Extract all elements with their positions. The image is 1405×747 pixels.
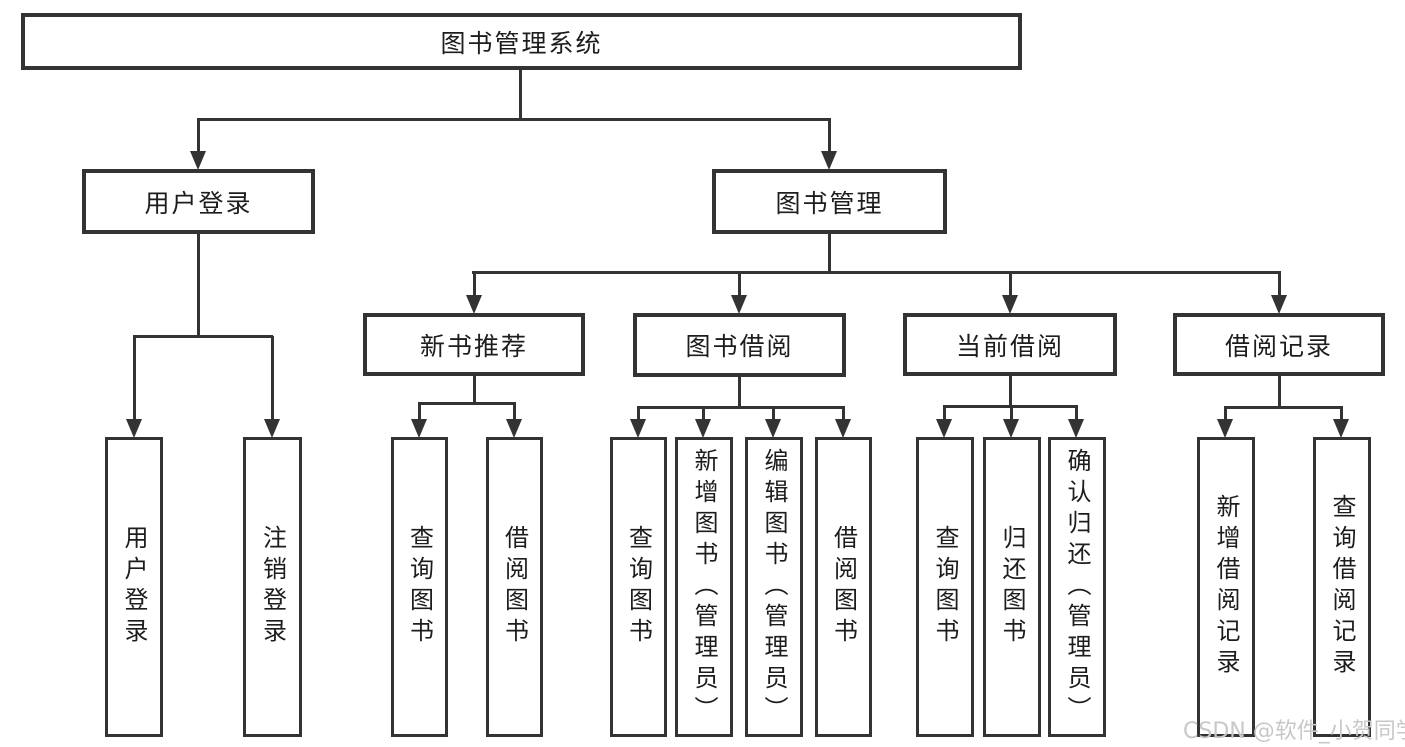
leaf-logout-label: 注销登录 (258, 525, 287, 649)
leaf-cb-query-book-label: 查询图书 (931, 525, 959, 649)
leaf-nb-borrow-book: 借阅图书 (486, 437, 543, 737)
node-root-label: 图书管理系统 (440, 28, 603, 58)
arrowhead (765, 419, 781, 438)
connector-line (738, 377, 741, 408)
leaf-bb-query-book-label: 查询图书 (624, 525, 653, 649)
leaf-cb-confirm-return-admin: 确认归还（管理员） (1048, 437, 1106, 737)
leaf-cb-query-book: 查询图书 (916, 437, 974, 737)
leaf-nb-query-book-label: 查询图书 (405, 525, 434, 649)
arrowhead (1217, 419, 1233, 438)
connector-line (519, 69, 522, 120)
connector-line (738, 272, 741, 297)
leaf-br-add-record: 新增借阅记录 (1197, 437, 1255, 737)
connector-line (418, 402, 516, 405)
connector-line (513, 403, 516, 421)
leaf-bb-edit-book-admin-label: 编辑图书（管理员） (760, 447, 788, 727)
node-borrow-record-label: 借阅记录 (1224, 331, 1333, 361)
connector-line (1224, 407, 1227, 421)
node-borrow-record: 借阅记录 (1173, 313, 1385, 376)
arrowhead (264, 419, 280, 438)
leaf-user-login: 用户登录 (105, 437, 163, 737)
node-root: 图书管理系统 (21, 13, 1022, 70)
arrowhead (731, 295, 747, 314)
connector-line (828, 119, 831, 153)
arrowhead (466, 295, 482, 314)
leaf-br-query-record-label: 查询借阅记录 (1328, 494, 1356, 680)
connector-line (1340, 407, 1343, 421)
leaf-cb-return-book: 归还图书 (983, 437, 1041, 737)
leaf-cb-confirm-return-admin-label: 确认归还（管理员） (1063, 447, 1091, 727)
connector-line (197, 118, 831, 121)
connector-line (473, 272, 476, 297)
arrowhead (1271, 295, 1287, 314)
leaf-user-login-label: 用户登录 (120, 525, 148, 649)
arrowhead (936, 419, 952, 438)
arrowhead (630, 419, 646, 438)
leaf-bb-edit-book-admin: 编辑图书（管理员） (745, 437, 803, 737)
connector-line (1278, 272, 1281, 297)
node-book-mgmt: 图书管理 (712, 169, 947, 234)
connector-line (637, 407, 640, 421)
arrowhead (506, 419, 522, 438)
arrowhead (821, 151, 837, 170)
connector-line (943, 406, 946, 421)
connector-line (197, 233, 200, 337)
connector-line (842, 407, 845, 421)
arrowhead (411, 419, 427, 438)
arrowhead (190, 151, 206, 170)
connector-line (418, 403, 421, 421)
leaf-bb-add-book-admin: 新增图书（管理员） (675, 437, 733, 737)
leaf-br-query-record: 查询借阅记录 (1313, 437, 1371, 737)
node-user-login: 用户登录 (82, 169, 315, 234)
arrowhead (835, 419, 851, 438)
node-current-borrow-label: 当前借阅 (955, 331, 1064, 361)
arrowhead (1003, 419, 1019, 438)
node-book-borrow-label: 图书借阅 (685, 332, 794, 361)
leaf-logout: 注销登录 (243, 437, 302, 737)
connector-line (1009, 272, 1012, 297)
node-book-borrow: 图书借阅 (633, 313, 846, 377)
connector-line (1009, 376, 1012, 407)
leaf-bb-add-book-admin-label: 新增图书（管理员） (690, 447, 718, 727)
arrowhead (1333, 419, 1349, 438)
connector-line (772, 407, 775, 421)
connector-line (1010, 406, 1013, 421)
connector-line (197, 119, 200, 153)
connector-line (1075, 406, 1078, 421)
arrowhead (1068, 419, 1084, 438)
connector-line (637, 406, 845, 409)
node-current-borrow: 当前借阅 (903, 313, 1117, 376)
arrowhead (126, 419, 142, 438)
connector-line (1224, 406, 1343, 409)
arrowhead (695, 419, 711, 438)
leaf-br-add-record-label: 新增借阅记录 (1212, 494, 1240, 680)
connector-line (702, 407, 705, 421)
connector-line (1278, 376, 1281, 408)
connector-line (271, 336, 274, 421)
node-user-login-label: 用户登录 (144, 188, 253, 218)
csdn-watermark: CSDN @软件_小贺同学 (1183, 719, 1405, 744)
leaf-bb-borrow-book-label: 借阅图书 (829, 525, 858, 649)
node-book-mgmt-label: 图书管理 (775, 188, 884, 218)
connector-line (133, 335, 273, 338)
connector-line (473, 375, 476, 404)
leaf-nb-query-book: 查询图书 (391, 437, 448, 737)
connector-line (828, 233, 831, 273)
leaf-nb-borrow-book-label: 借阅图书 (500, 525, 529, 649)
connector-line (133, 336, 136, 421)
leaf-bb-query-book: 查询图书 (610, 437, 667, 737)
connector-line (472, 271, 1281, 274)
leaf-bb-borrow-book: 借阅图书 (815, 437, 872, 737)
node-new-book-recommend-label: 新书推荐 (419, 331, 528, 361)
arrowhead (1002, 295, 1018, 314)
leaf-cb-return-book-label: 归还图书 (998, 525, 1026, 649)
node-new-book-recommend: 新书推荐 (363, 313, 585, 376)
